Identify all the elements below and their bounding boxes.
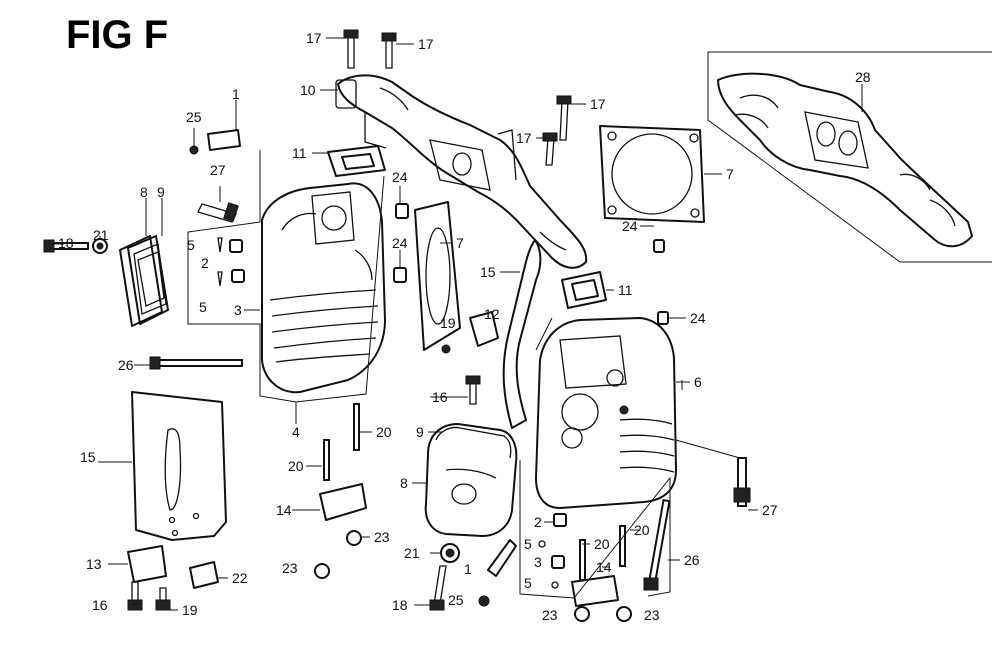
callout-21: 21: [404, 545, 420, 561]
callout-13: 13: [86, 556, 102, 572]
air-shroud: [131, 391, 227, 541]
exhaust-gasket-lower: [561, 271, 607, 309]
callout-19: 19: [182, 602, 198, 618]
small-fasteners: [92, 29, 751, 622]
callout-24: 24: [392, 169, 408, 185]
exhaust-gasket-upper: [327, 145, 386, 177]
callout-17: 17: [418, 36, 434, 52]
callout-26: 26: [684, 552, 700, 568]
callout-7: 7: [456, 235, 464, 251]
callout-5: 5: [524, 536, 532, 552]
callout-1: 1: [464, 561, 472, 577]
callout-26: 26: [118, 357, 134, 373]
callout-27: 27: [210, 162, 226, 178]
callout-23: 23: [374, 529, 390, 545]
callout-9: 9: [157, 184, 165, 200]
callout-10: 10: [300, 82, 316, 98]
callout-15: 15: [480, 264, 496, 280]
callout-4: 4: [292, 424, 300, 440]
head-cover-gasket: [502, 239, 542, 429]
head-gasket-left: [414, 201, 461, 351]
head-gasket-right: [599, 125, 705, 223]
inset-box: [707, 51, 992, 263]
callout-20: 20: [634, 522, 650, 538]
assembly-bracket-left: [187, 150, 385, 408]
callout-24: 24: [392, 235, 408, 251]
callout-5: 5: [199, 299, 207, 315]
callout-8: 8: [400, 475, 408, 491]
callout-27: 27: [762, 502, 778, 518]
exhaust-manifold: [335, 74, 588, 269]
callout-23: 23: [644, 607, 660, 623]
callout-9: 9: [416, 424, 424, 440]
callout-24: 24: [690, 310, 706, 326]
exhaust-manifold-alt: [717, 72, 973, 248]
callout-2: 2: [201, 255, 209, 271]
callout-23: 23: [542, 607, 558, 623]
callout-20: 20: [288, 458, 304, 474]
callout-15: 15: [80, 449, 96, 465]
callout-8: 8: [140, 184, 148, 200]
callout-11: 11: [292, 145, 307, 161]
callout-28: 28: [855, 69, 871, 85]
callout-17: 17: [590, 96, 606, 112]
cylinder-head-right: [535, 317, 677, 509]
callout-16: 16: [432, 389, 448, 405]
callout-17: 17: [516, 130, 532, 146]
callout-5: 5: [187, 237, 195, 253]
callout-23: 23: [282, 560, 298, 576]
callout-7: 7: [726, 166, 734, 182]
callout-24: 24: [622, 218, 638, 234]
callout-25: 25: [448, 592, 464, 608]
callout-19: 19: [440, 315, 456, 331]
callout-12: 12: [484, 306, 500, 322]
stud-bolt-left: [149, 356, 243, 370]
callout-3: 3: [234, 302, 242, 318]
callout-25: 25: [186, 109, 202, 125]
callout-22: 22: [232, 570, 248, 586]
callout-16: 16: [92, 597, 108, 613]
head-cover-center: [424, 423, 518, 537]
callout-18: 18: [392, 597, 408, 613]
callout-17: 17: [306, 30, 322, 46]
callout-labels: 17 17 10 17 17 28 7 1 25 11 27 24 8 9 24…: [58, 30, 871, 623]
bolt-18-left: [43, 239, 89, 253]
callout-20: 20: [376, 424, 392, 440]
figure-title: FIG F: [66, 13, 168, 57]
head-cover-left: [119, 235, 169, 327]
callout-3: 3: [534, 554, 542, 570]
cylinder-left: [261, 182, 386, 394]
callout-14: 14: [276, 502, 292, 518]
callout-1: 1: [232, 86, 240, 102]
leader-lines: [52, 37, 863, 611]
callout-14: 14: [596, 559, 612, 575]
callout-21: 21: [93, 227, 109, 243]
callout-2: 2: [534, 514, 542, 530]
callout-5: 5: [524, 575, 532, 591]
callout-18: 18: [58, 235, 74, 251]
callout-20: 20: [594, 536, 610, 552]
callout-6: 6: [694, 374, 702, 390]
callout-11: 11: [618, 282, 633, 298]
